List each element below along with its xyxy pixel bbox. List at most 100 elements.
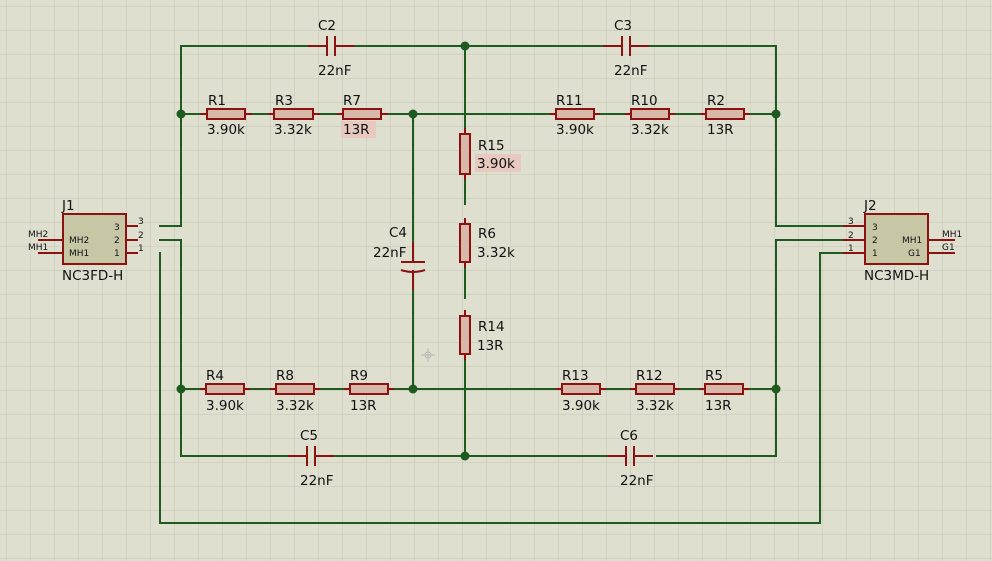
resistor-value: 13R — [705, 398, 732, 414]
capacitor-ref: C3 — [614, 18, 632, 34]
selection-highlight — [341, 121, 376, 138]
pin-label: G1 — [908, 249, 921, 259]
resistor-body[interactable] — [206, 108, 246, 120]
resistor-body[interactable] — [561, 383, 601, 395]
connector-j2[interactable]: J2 3 2 1 3 2 1 MH1 G1 MH1 G1 NC3MD-H — [843, 198, 962, 284]
pin-number: 2 — [872, 236, 878, 246]
capacitor-c4[interactable]: C4 22nF — [373, 225, 426, 290]
capacitor-c5[interactable]: C5 22nF — [288, 428, 334, 489]
resistor-value: 3.90k — [207, 122, 245, 138]
resistor-value: 3.90k — [477, 156, 515, 172]
resistor-value: 13R — [707, 122, 734, 138]
junction-dot — [460, 41, 470, 51]
resistor-r4[interactable]: R4 3.90k — [200, 368, 250, 414]
resistor-r2[interactable]: R2 13R — [700, 93, 750, 138]
capacitor-c6[interactable]: C6 22nF — [607, 428, 654, 489]
resistor-body[interactable] — [205, 383, 245, 395]
resistor-ref: R7 — [343, 93, 361, 109]
resistor-ref: R5 — [705, 368, 723, 384]
resistor-r1[interactable]: R1 3.90k — [200, 93, 252, 138]
resistor-value: 3.90k — [556, 122, 594, 138]
capacitor-value: 22nF — [620, 473, 654, 489]
resistor-r8[interactable]: R8 3.32k — [270, 368, 320, 414]
resistor-r15[interactable]: R15 3.90k — [459, 128, 521, 180]
selection-highlight — [475, 154, 521, 172]
resistor-body[interactable] — [342, 108, 382, 120]
crosshair-cursor-icon — [421, 348, 435, 362]
resistor-body[interactable] — [273, 108, 314, 120]
resistor-r11[interactable]: R11 3.90k — [550, 93, 600, 138]
resistor-ref: R2 — [707, 93, 725, 109]
resistor-ref: R11 — [556, 93, 583, 109]
pin-number: 3 — [848, 217, 854, 227]
resistor-r6[interactable]: R6 3.32k — [459, 218, 515, 268]
pin-number: 2 — [848, 231, 854, 241]
junction-dot — [771, 109, 781, 119]
connector-part: NC3MD-H — [864, 268, 929, 284]
resistor-body[interactable] — [635, 383, 675, 395]
capacitor-value: 22nF — [614, 63, 648, 79]
resistor-r12[interactable]: R12 3.32k — [630, 368, 680, 414]
capacitor-value: 22nF — [318, 63, 352, 79]
resistor-value: 3.90k — [206, 398, 244, 414]
resistor-value: 3.32k — [631, 122, 669, 138]
junctions — [176, 41, 781, 461]
resistor-ref: R15 — [478, 138, 505, 154]
resistor-value: 3.32k — [274, 122, 312, 138]
resistor-body[interactable] — [705, 108, 745, 120]
pin-label: MH1 — [28, 243, 48, 253]
resistor-body[interactable] — [275, 383, 315, 395]
resistor-ref: R13 — [562, 368, 589, 384]
resistor-ref: R8 — [276, 368, 294, 384]
resistor-body[interactable] — [349, 383, 389, 395]
connector-part: NC3FD-H — [62, 268, 123, 284]
capacitor-c2[interactable]: C2 22nF — [308, 18, 354, 79]
resistor-r14[interactable]: R14 13R — [459, 310, 505, 360]
pin-label: MH2 — [69, 236, 89, 246]
capacitor-ref: C5 — [300, 428, 318, 444]
resistor-ref: R9 — [350, 368, 368, 384]
resistor-value: 3.90k — [562, 398, 600, 414]
junction-dot — [460, 451, 470, 461]
pin-label: MH1 — [942, 230, 962, 240]
connector-j1[interactable]: J1 3 2 1 3 2 1 MH2 MH1 MH2 MH1 NC3FD-H — [28, 198, 144, 284]
pin-label: G1 — [942, 243, 955, 253]
pin-number: 2 — [114, 236, 120, 246]
pin-number: 3 — [872, 223, 878, 233]
resistor-body[interactable] — [704, 383, 744, 395]
capacitor-value: 22nF — [373, 245, 407, 261]
resistor-body[interactable] — [555, 108, 595, 120]
resistor-r3[interactable]: R3 3.32k — [268, 93, 320, 138]
capacitor-c3[interactable]: C3 22nF — [603, 18, 649, 79]
junction-dot — [771, 384, 781, 394]
resistor-r5[interactable]: R5 13R — [699, 368, 749, 414]
resistor-ref: R4 — [206, 368, 224, 384]
resistor-r9[interactable]: R9 13R — [344, 368, 394, 414]
pin-number: 3 — [138, 217, 144, 227]
resistor-value: 13R — [477, 338, 504, 354]
resistor-r10[interactable]: R10 3.32k — [625, 93, 675, 138]
resistor-value: 3.32k — [276, 398, 314, 414]
connector-ref: J2 — [863, 198, 877, 214]
capacitor-value: 22nF — [300, 473, 334, 489]
resistor-body[interactable] — [630, 108, 670, 120]
resistor-ref: R10 — [631, 93, 658, 109]
resistor-r13[interactable]: R13 3.90k — [556, 368, 606, 414]
junction-dot — [408, 109, 418, 119]
capacitor-ref: C4 — [389, 225, 407, 241]
resistor-body[interactable] — [459, 133, 471, 175]
capacitor-ref: C2 — [318, 18, 336, 34]
resistor-value: 3.32k — [636, 398, 674, 414]
resistor-r7[interactable]: R7 13R — [337, 93, 388, 138]
resistor-ref: R6 — [478, 226, 496, 242]
pin-number: 3 — [114, 223, 120, 233]
resistor-value: 13R — [343, 122, 370, 138]
resistor-body[interactable] — [459, 315, 471, 355]
resistor-value: 3.32k — [477, 245, 515, 261]
junction-dot — [176, 109, 186, 119]
resistor-body[interactable] — [459, 223, 471, 263]
capacitor-ref: C6 — [620, 428, 638, 444]
junction-dot — [408, 384, 418, 394]
